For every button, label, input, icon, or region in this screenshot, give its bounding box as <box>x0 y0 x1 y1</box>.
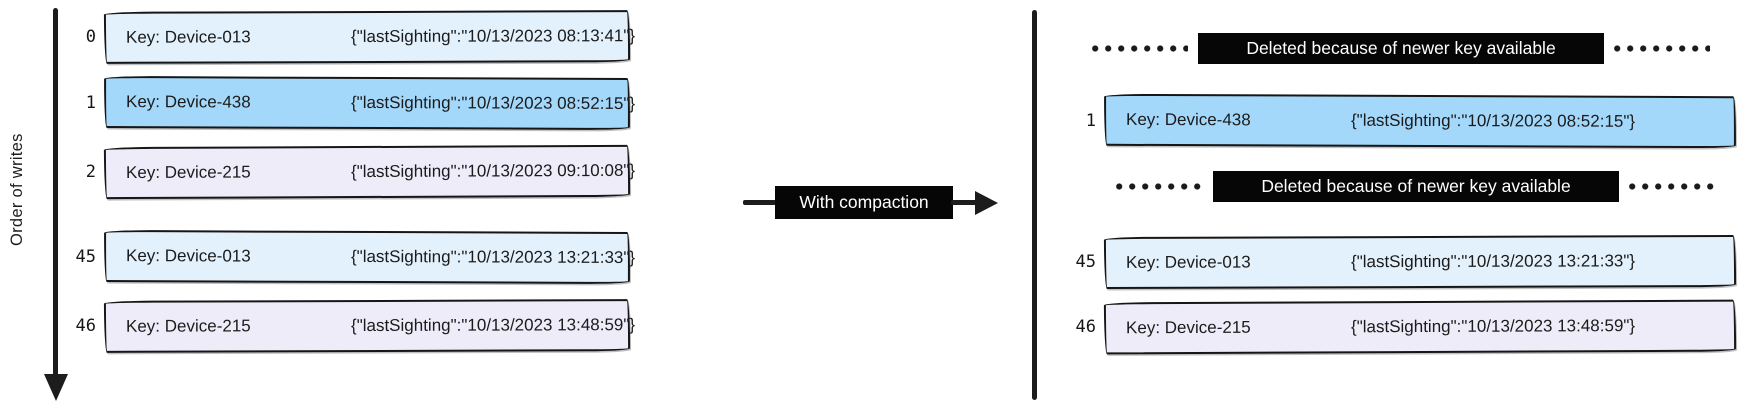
axis-arrow-down-icon <box>44 374 68 401</box>
record-index: 46 <box>75 316 96 336</box>
record-index: 45 <box>1075 252 1096 272</box>
record-value: {"lastSighting":"10/13/2023 13:48:59"} <box>350 315 636 336</box>
log-record-row: 46 Key: Device-215 {"lastSighting":"10/1… <box>1060 299 1737 355</box>
log-record-row: 46 Key: Device-215 {"lastSighting":"10/1… <box>60 299 635 353</box>
dotted-line <box>1116 183 1203 190</box>
arrow-line <box>951 200 978 205</box>
record-key: Key: Device-013 <box>1125 252 1251 272</box>
arrow-head-right-icon <box>975 190 998 215</box>
with-compaction-label: With compaction <box>775 186 953 219</box>
record-box: Key: Device-438 {"lastSighting":"10/13/2… <box>103 75 635 131</box>
dotted-line <box>1629 183 1716 190</box>
record-value: {"lastSighting":"10/13/2023 09:10:08"} <box>350 160 636 182</box>
record-value: {"lastSighting":"10/13/2023 13:21:33"} <box>350 246 636 268</box>
record-index: 46 <box>1075 317 1096 337</box>
record-key: Key: Device-215 <box>125 162 251 183</box>
arrow-line <box>743 200 776 205</box>
record-key: Key: Device-438 <box>125 92 251 112</box>
record-value: {"lastSighting":"10/13/2023 08:13:41"} <box>350 26 636 47</box>
record-value: {"lastSighting":"10/13/2023 08:52:15"} <box>350 92 636 114</box>
deleted-notice-label: Deleted because of newer key available <box>1213 171 1619 202</box>
dotted-line <box>1614 45 1710 52</box>
order-of-writes-axis-line <box>53 8 58 378</box>
record-box: Key: Device-013 {"lastSighting":"10/13/2… <box>1103 235 1737 289</box>
deleted-record-row: Deleted because of newer key available <box>1092 33 1710 64</box>
record-index: 2 <box>85 162 96 182</box>
order-of-writes-label: Order of writes <box>8 133 26 247</box>
record-box: Key: Device-215 {"lastSighting":"10/13/2… <box>1103 299 1737 355</box>
log-record-row: 1 Key: Device-438 {"lastSighting":"10/13… <box>60 75 635 131</box>
dotted-line <box>1092 45 1188 52</box>
record-key: Key: Device-438 <box>1125 109 1251 130</box>
log-record-row: 45 Key: Device-013 {"lastSighting":"10/1… <box>1060 235 1737 289</box>
record-box: Key: Device-438 {"lastSighting":"10/13/2… <box>1103 93 1737 149</box>
deleted-notice-label: Deleted because of newer key available <box>1198 33 1604 64</box>
record-key: Key: Device-215 <box>125 316 251 336</box>
record-key: Key: Device-013 <box>125 27 251 47</box>
record-box: Key: Device-013 {"lastSighting":"10/13/2… <box>103 10 635 64</box>
after-log-axis-line <box>1032 10 1037 400</box>
log-record-row: 1 Key: Device-438 {"lastSighting":"10/13… <box>1060 93 1737 149</box>
record-value: {"lastSighting":"10/13/2023 13:48:59"} <box>1350 316 1636 337</box>
deleted-record-row: Deleted because of newer key available <box>1116 171 1716 202</box>
record-index: 0 <box>85 27 96 47</box>
log-record-row: 2 Key: Device-215 {"lastSighting":"10/13… <box>60 144 635 200</box>
record-index: 45 <box>75 247 96 267</box>
record-index: 1 <box>85 93 96 113</box>
record-key: Key: Device-215 <box>1125 317 1251 338</box>
log-record-row: 45 Key: Device-013 {"lastSighting":"10/1… <box>60 229 635 285</box>
record-box: Key: Device-215 {"lastSighting":"10/13/2… <box>103 299 635 353</box>
record-value: {"lastSighting":"10/13/2023 13:21:33"} <box>1350 251 1636 272</box>
record-index: 1 <box>1085 111 1096 131</box>
log-record-row: 0 Key: Device-013 {"lastSighting":"10/13… <box>60 10 635 64</box>
record-box: Key: Device-013 {"lastSighting":"10/13/2… <box>103 229 635 285</box>
record-value: {"lastSighting":"10/13/2023 08:52:15"} <box>1350 110 1636 131</box>
record-key: Key: Device-013 <box>125 246 251 266</box>
record-box: Key: Device-215 {"lastSighting":"10/13/2… <box>103 144 635 200</box>
